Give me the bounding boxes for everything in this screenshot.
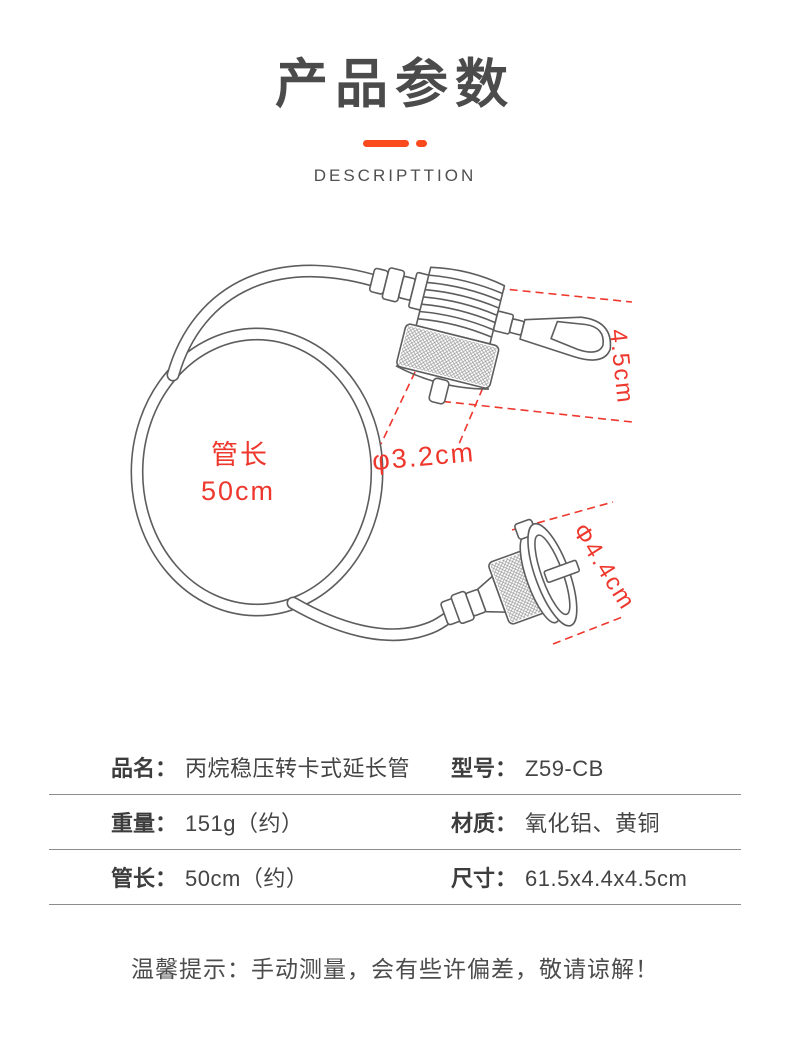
dim-label-height: 4.5cm	[604, 328, 639, 406]
spec-cell-model: 型号： Z59-CB	[451, 751, 741, 783]
spec-label: 重量：	[111, 811, 178, 837]
divider-long-dash	[363, 140, 409, 148]
spec-label: 管长：	[111, 866, 178, 892]
hose-coil	[130, 264, 456, 642]
spec-value: 氧化铝、黄铜	[525, 811, 661, 837]
spec-cell-size: 尺寸： 61.5x4.4x4.5cm	[451, 861, 741, 893]
spec-value: 50cm（约）	[185, 866, 309, 892]
dim-line-valve-left	[380, 371, 416, 445]
spec-label: 材质：	[451, 811, 518, 837]
spec-label: 品名：	[111, 756, 178, 782]
cassette-connector	[440, 519, 581, 627]
hose-length-label-line1: 管长	[211, 440, 269, 470]
title-divider	[0, 140, 790, 148]
spec-value: 61.5x4.4x4.5cm	[525, 866, 688, 892]
page-subtitle: DESCRIPTTION	[313, 166, 477, 186]
dim-line-height-bottom	[429, 399, 633, 424]
spec-label: 型号：	[451, 756, 518, 782]
divider-short-dash	[416, 140, 427, 148]
page-title: 产品参数	[275, 55, 515, 114]
spec-table: 品名： 丙烷稳压转卡式延长管 型号： Z59-CB 重量： 151g（约） 材质…	[49, 740, 741, 906]
connector-center-pin	[543, 559, 581, 584]
spec-cell-material: 材质： 氧化铝、黄铜	[451, 806, 741, 838]
spec-row-3: 管长： 50cm（约） 尺寸： 61.5x4.4x4.5cm	[49, 850, 741, 906]
spec-label: 尺寸：	[451, 866, 518, 892]
spec-value: 丙烷稳压转卡式延长管	[185, 756, 411, 782]
spec-cell-weight: 重量： 151g（约）	[49, 806, 451, 838]
spec-cell-tube-length: 管长： 50cm（约）	[49, 861, 451, 893]
regulator-valve	[368, 266, 612, 405]
spec-cell-name: 品名： 丙烷稳压转卡式延长管	[49, 751, 451, 783]
footer-note: 温馨提示：手动测量，会有些许偏差，敬请谅解！	[131, 956, 659, 983]
spec-row-1: 品名： 丙烷稳压转卡式延长管 型号： Z59-CB	[49, 740, 741, 796]
hose-length-label-line2: 50cm	[201, 476, 275, 506]
spec-row-2: 重量： 151g（约） 材质： 氧化铝、黄铜	[49, 795, 741, 851]
spec-value: Z59-CB	[525, 756, 604, 782]
valve-stem	[428, 377, 450, 405]
spec-value: 151g（约）	[185, 811, 304, 837]
product-line-drawing: 管长 50cm φ3.2cm 4.5cm Φ4.4cm	[130, 264, 641, 646]
dim-label-valve-diameter: φ3.2cm	[371, 437, 476, 476]
valve-lever-handle	[519, 316, 612, 362]
